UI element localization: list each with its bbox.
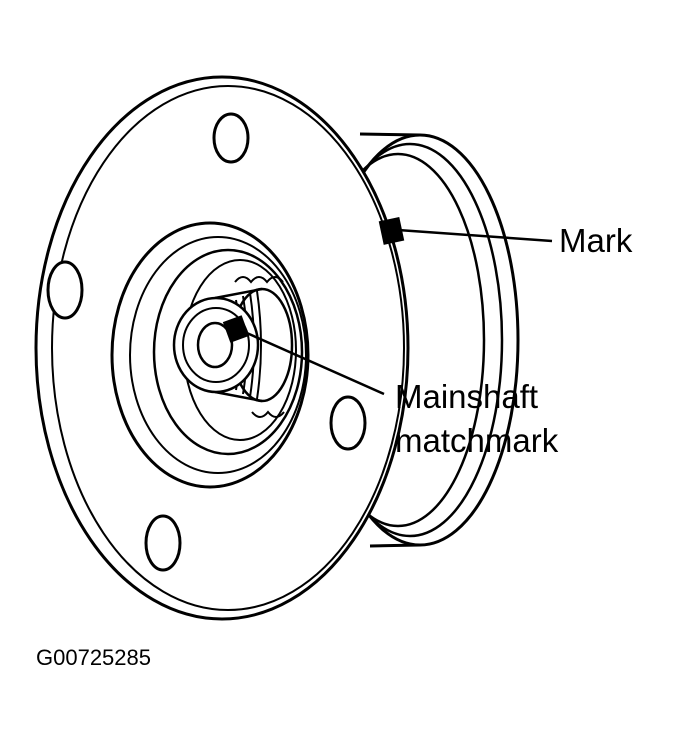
bolt-hole-left: [46, 260, 84, 320]
mainshaft-label-line2: matchmark: [395, 422, 559, 459]
bolt-hole-right: [329, 395, 367, 451]
mark-label: Mark: [559, 222, 633, 259]
bolt-hole-bottom: [144, 514, 182, 572]
hub-recess: [110, 221, 310, 489]
figure-id: G00725285: [36, 645, 151, 670]
mainshaft-matchmark-paint: [222, 315, 250, 343]
mark-paint: [378, 216, 405, 245]
bolt-hole-top: [212, 112, 250, 164]
mainshaft-leader-line: [239, 328, 385, 396]
bolt-holes: [46, 112, 367, 572]
mark-leader-line: [397, 228, 553, 243]
bearing-hint: [234, 276, 285, 418]
mainshaft-label-line1: Mainshaft: [395, 378, 538, 415]
